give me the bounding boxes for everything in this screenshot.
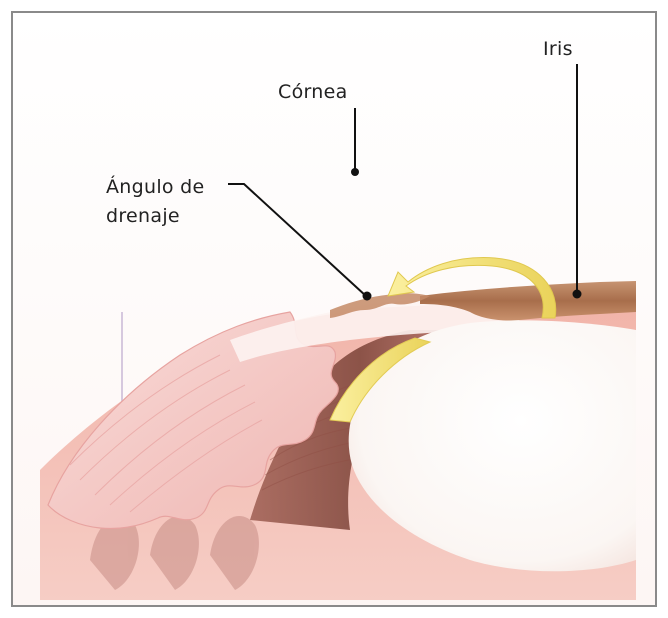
drainage-angle-leader-dot <box>363 292 372 301</box>
drainage-angle-label-line2: drenaje <box>106 205 180 227</box>
drainage-angle-label-line1: Ángulo de <box>106 175 205 198</box>
iris-leader-dot <box>573 290 582 299</box>
cornea-label: Córnea <box>278 81 348 103</box>
cornea-leader-dot <box>351 168 359 176</box>
iris-label: Iris <box>543 38 573 60</box>
